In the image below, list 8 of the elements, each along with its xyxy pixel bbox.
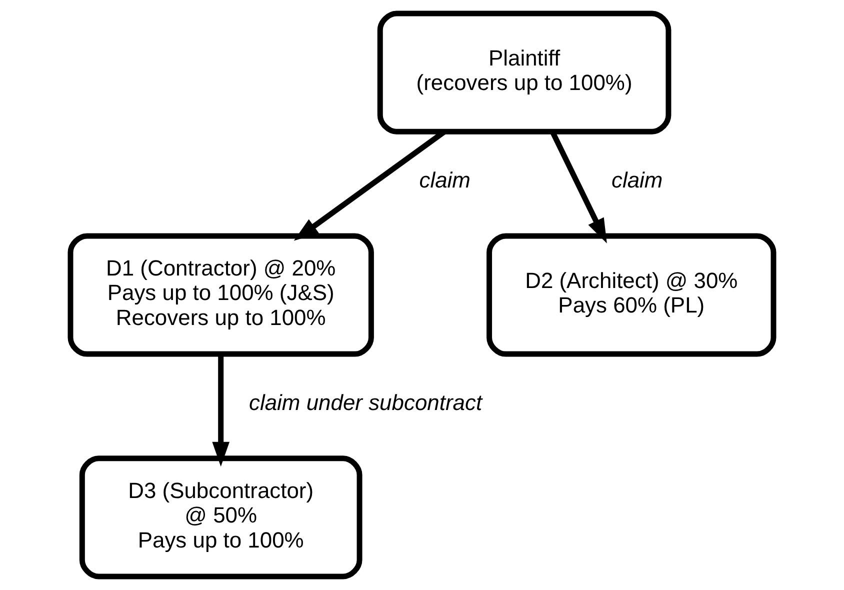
node-box: D2 (Architect) @ 30% Pays 60% (PL) [486, 233, 776, 357]
node-box: D1 (Contractor) @ 20% Pays up to 100% (J&S) Recovers up to 100% [68, 233, 374, 357]
edge-label: claim under subcontract [248, 390, 482, 416]
node-box: Plaintiff (recovers up to 100%) [377, 10, 672, 134]
edge-label: claim [419, 168, 470, 193]
node-box: D3 (Subcontractor) @ 50% Pays up to 100% [79, 456, 362, 580]
arrow [212, 354, 230, 467]
edge-label: claim [611, 168, 663, 193]
